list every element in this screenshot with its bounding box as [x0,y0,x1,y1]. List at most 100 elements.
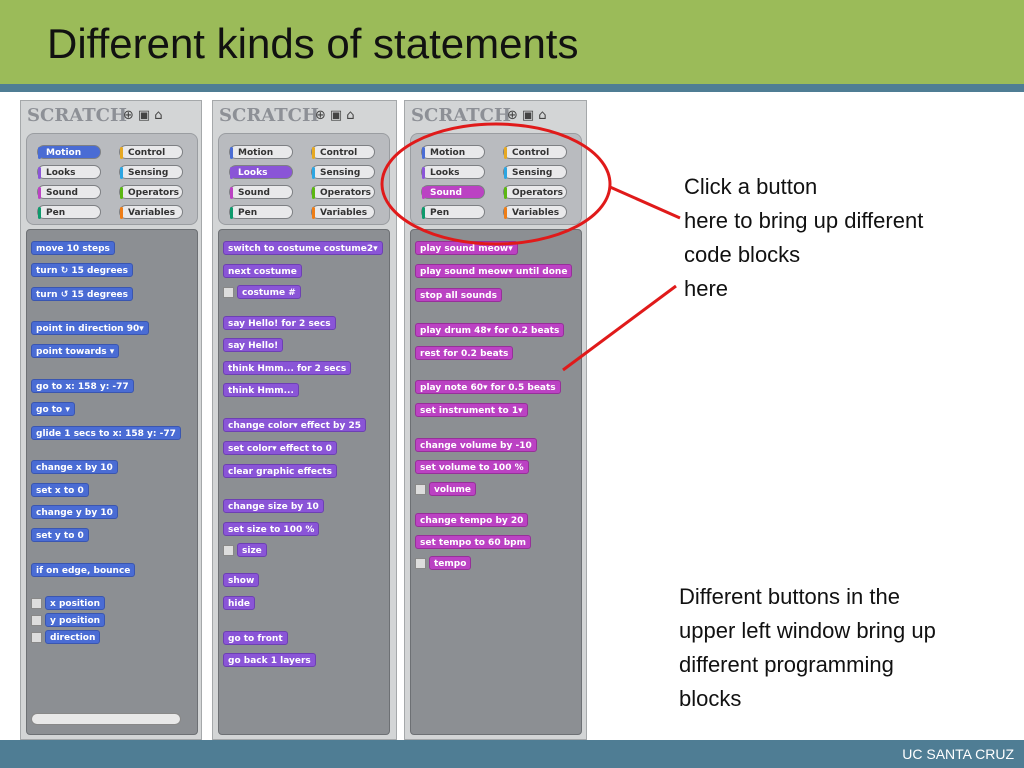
category-button-motion[interactable]: Motion [37,145,101,159]
title-bar [0,0,1024,84]
code-block[interactable]: size [237,543,267,557]
code-block[interactable]: change tempo by 20 [415,513,529,527]
category-button-variables[interactable]: Variables [311,205,375,219]
scratch-logo: SCRATCH [411,105,511,126]
category-button-looks[interactable]: Looks [37,165,101,179]
code-block[interactable]: think Hmm... [223,383,299,397]
blocks-palette [218,229,390,735]
reporter-checkbox[interactable] [415,484,426,495]
code-block[interactable]: switch to costume costume2▾ [223,241,383,255]
category-button-looks[interactable]: Looks [421,165,485,179]
reporter-checkbox[interactable] [415,558,426,569]
code-block[interactable]: turn ↺ 15 degrees [31,287,134,301]
reporter-checkbox[interactable] [31,598,42,609]
code-block[interactable]: set y to 0 [31,528,89,542]
code-block[interactable]: change x by 10 [31,460,118,474]
reporter-checkbox[interactable] [31,615,42,626]
code-block[interactable]: hide [223,596,256,610]
save-icon[interactable]: ▣ [137,108,151,123]
code-block[interactable]: play drum 48▾ for 0.2 beats [415,323,565,337]
code-block[interactable]: play sound meow▾ [415,241,518,255]
code-block[interactable]: change color▾ effect by 25 [223,418,367,432]
category-button-motion[interactable]: Motion [229,145,293,159]
code-block[interactable]: if on edge, bounce [31,563,136,577]
category-label: Sound [46,188,78,198]
share-icon[interactable]: ⌂ [538,108,547,123]
code-block[interactable]: point towards ▾ [31,344,120,358]
category-color-bar [422,207,425,219]
code-block[interactable]: set tempo to 60 bpm [415,535,531,549]
code-block[interactable]: next costume [223,264,302,278]
code-block[interactable]: change y by 10 [31,505,118,519]
code-block[interactable]: think Hmm... for 2 secs [223,361,352,375]
code-block[interactable]: turn ↻ 15 degrees [31,263,134,277]
reporter-checkbox[interactable] [223,545,234,556]
save-icon[interactable]: ▣ [521,108,535,123]
category-button-operators[interactable]: Operators [503,185,567,199]
code-block[interactable]: play note 60▾ for 0.5 beats [415,380,561,394]
code-block[interactable]: set color▾ effect to 0 [223,441,337,455]
code-block[interactable]: go back 1 layers [223,653,316,667]
code-block[interactable]: go to ▾ [31,402,75,416]
globe-icon[interactable]: ⊕ [315,108,326,123]
code-block[interactable]: rest for 0.2 beats [415,346,514,360]
category-button-sensing[interactable]: Sensing [119,165,183,179]
reporter-checkbox[interactable] [223,287,234,298]
scratch-header: SCRATCH ⊕▣⌂ [27,105,201,129]
code-block[interactable]: set size to 100 % [223,522,320,536]
code-block[interactable]: point in direction 90▾ [31,321,149,335]
category-button-pen[interactable]: Pen [229,205,293,219]
code-block[interactable]: play sound meow▾ until done [415,264,573,278]
code-block[interactable]: move 10 steps [31,241,115,255]
code-block[interactable]: go to front [223,631,288,645]
reporter-checkbox[interactable] [31,632,42,643]
category-button-variables[interactable]: Variables [503,205,567,219]
category-button-sound[interactable]: Sound [229,185,293,199]
globe-icon[interactable]: ⊕ [507,108,518,123]
category-label: Pen [46,208,66,218]
category-button-looks[interactable]: Looks [229,165,293,179]
code-block[interactable]: say Hello! for 2 secs [223,316,336,330]
category-button-sound[interactable]: Sound [37,185,101,199]
callout-line: here to bring up different [684,208,924,233]
code-block[interactable]: change volume by -10 [415,438,537,452]
category-button-operators[interactable]: Operators [311,185,375,199]
save-icon[interactable]: ▣ [329,108,343,123]
code-block[interactable]: y position [45,613,106,627]
code-block[interactable]: direction [45,630,101,644]
code-block[interactable]: tempo [429,556,472,570]
category-color-bar [230,167,233,179]
category-button-pen[interactable]: Pen [37,205,101,219]
category-color-bar [230,207,233,219]
code-block[interactable]: say Hello! [223,338,284,352]
category-button-sensing[interactable]: Sensing [503,165,567,179]
code-block[interactable]: glide 1 secs to x: 158 y: -77 [31,426,181,440]
code-block[interactable]: x position [45,596,105,610]
category-label: Control [512,148,550,158]
globe-icon[interactable]: ⊕ [123,108,134,123]
code-block[interactable]: set volume to 100 % [415,460,529,474]
share-icon[interactable]: ⌂ [346,108,355,123]
code-block[interactable]: set instrument to 1▾ [415,403,528,417]
code-block[interactable]: volume [429,482,477,496]
code-block[interactable]: set x to 0 [31,483,89,497]
category-button-control[interactable]: Control [311,145,375,159]
code-block[interactable]: stop all sounds [415,288,502,302]
code-block[interactable]: go to x: 158 y: -77 [31,379,134,393]
category-button-pen[interactable]: Pen [421,205,485,219]
category-button-control[interactable]: Control [119,145,183,159]
category-button-sound[interactable]: Sound [421,185,485,199]
code-block[interactable]: show [223,573,260,587]
category-button-sensing[interactable]: Sensing [311,165,375,179]
code-block[interactable]: change size by 10 [223,499,324,513]
category-button-control[interactable]: Control [503,145,567,159]
horizontal-scrollbar[interactable] [31,713,181,725]
share-icon[interactable]: ⌂ [154,108,163,123]
category-button-motion[interactable]: Motion [421,145,485,159]
code-block[interactable]: clear graphic effects [223,464,338,478]
code-block[interactable]: costume # [237,285,301,299]
category-button-variables[interactable]: Variables [119,205,183,219]
category-button-operators[interactable]: Operators [119,185,183,199]
scratch-logo: SCRATCH [219,105,319,126]
